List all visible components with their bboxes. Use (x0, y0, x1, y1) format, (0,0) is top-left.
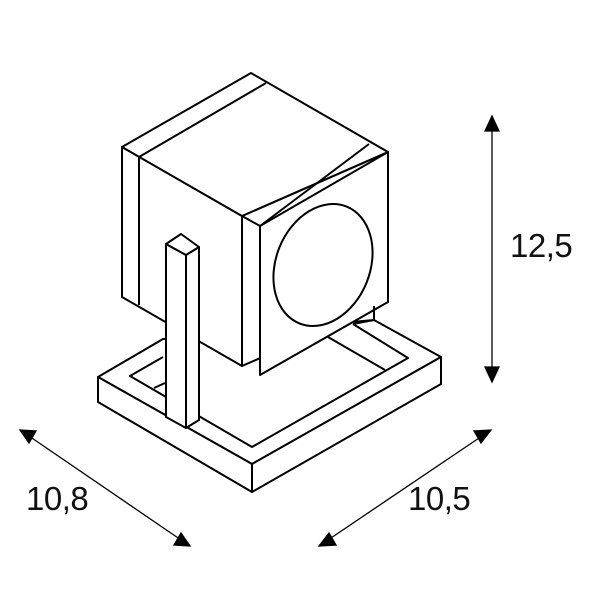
depth-dimension-label: 10,8 (26, 480, 89, 517)
cube-head (121, 72, 389, 376)
arrow-up-left-icon (18, 429, 38, 445)
arrow-down-left-icon (317, 531, 338, 547)
arrow-down-icon (483, 366, 501, 384)
mounting-post (165, 233, 200, 429)
arrow-up-icon (483, 114, 501, 132)
depth-dimension-line (25, 433, 185, 543)
width-dimension-line (324, 433, 486, 543)
lens (272, 202, 374, 328)
dimension-lines (18, 114, 501, 547)
arrow-down-right-icon (172, 531, 192, 547)
width-dimension-label: 10,5 (408, 480, 471, 517)
arrow-up-right-icon (472, 429, 493, 445)
height-dimension-label: 12,5 (510, 227, 573, 264)
